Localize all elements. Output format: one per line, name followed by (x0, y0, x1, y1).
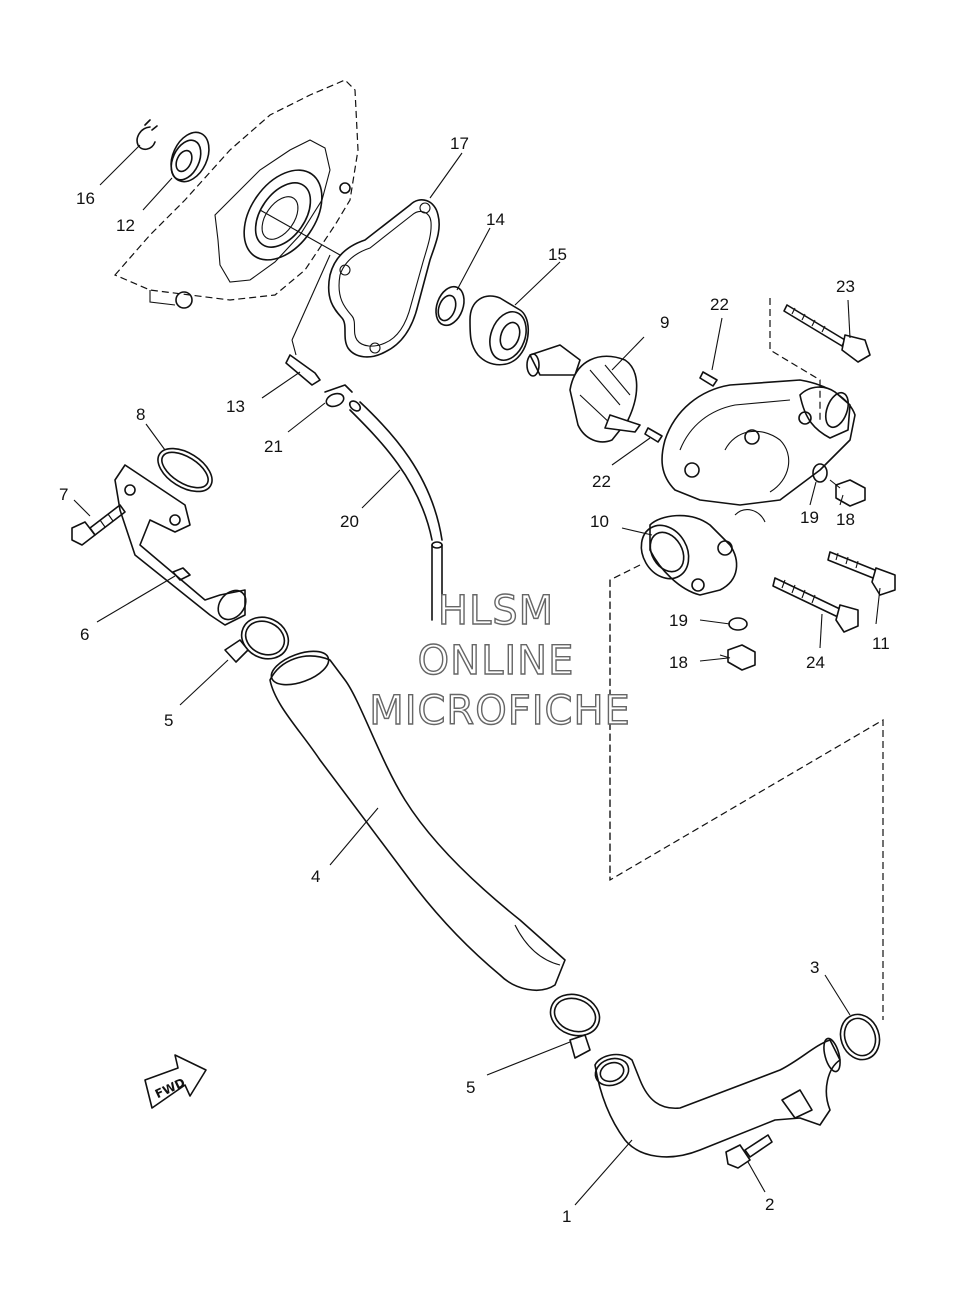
callout-14: 14 (486, 210, 505, 229)
callout-22-lower: 22 (592, 472, 611, 491)
mechanical-seal (469, 295, 530, 366)
bolt-18-lower (719, 644, 756, 671)
callout-20: 20 (340, 512, 359, 531)
callout-15: 15 (548, 245, 567, 264)
callout-19-upper: 19 (800, 508, 819, 527)
callout-19-lower: 19 (669, 611, 688, 630)
bolt-18-upper (829, 479, 866, 507)
callout-21: 21 (264, 437, 283, 456)
callout-24: 24 (806, 653, 825, 672)
callout-4: 4 (311, 867, 320, 886)
hose-clamp-upper (224, 616, 290, 663)
callout-7: 7 (59, 485, 68, 504)
circlip (136, 119, 158, 151)
callout-12: 12 (116, 216, 135, 235)
bolt-24 (772, 577, 859, 633)
callout-10: 10 (590, 512, 609, 531)
callout-1: 1 (562, 1207, 571, 1226)
leader-lines (73, 144, 881, 1206)
callout-3: 3 (810, 958, 819, 977)
callout-2: 2 (765, 1195, 774, 1214)
callout-18-upper: 18 (836, 510, 855, 529)
main-hose (269, 650, 566, 991)
impeller-shaft (526, 344, 641, 443)
pump-outlet-elbow (640, 509, 766, 596)
callout-5-upper: 5 (164, 711, 173, 730)
oil-seal (435, 285, 465, 327)
callout-9: 9 (660, 313, 669, 332)
callout-13: 13 (226, 397, 245, 416)
assembly-reference-lines (609, 298, 884, 1020)
watermark-line-2: ONLINE (417, 637, 575, 684)
small-hose (348, 400, 443, 621)
water-pump-housing (661, 379, 856, 506)
callout-11: 11 (872, 634, 890, 653)
o-ring-3 (839, 1013, 881, 1061)
o-ring-8 (157, 447, 213, 493)
hose-clamp-lower (549, 993, 601, 1059)
bolt-11 (827, 551, 896, 596)
hose-clamp-small (324, 384, 353, 408)
joint-pipe (114, 464, 247, 626)
callout-18-lower: 18 (669, 653, 688, 672)
dowel-pin (285, 254, 331, 386)
bolt-2 (725, 1134, 773, 1169)
water-pipe (594, 1037, 841, 1158)
crankcase-cover (114, 79, 359, 309)
gasket (259, 199, 440, 358)
callout-22-upper: 22 (710, 295, 729, 314)
bolt-7 (71, 504, 126, 546)
callout-8: 8 (136, 405, 145, 424)
callout-6: 6 (80, 625, 89, 644)
callout-17: 17 (450, 134, 469, 153)
callout-16: 16 (76, 189, 95, 208)
callout-5-lower: 5 (466, 1078, 475, 1097)
watermark-line-3: MICROFICHE (368, 687, 631, 734)
bolt-23 (783, 304, 871, 363)
forward-direction-arrow: FWD (144, 1054, 207, 1109)
watermark-line-1: HLSM (437, 587, 555, 634)
callout-labels: 1 2 3 4 5 5 6 7 8 9 10 11 12 13 14 15 16… (59, 134, 890, 1226)
dowel-pins-22 (644, 371, 718, 443)
bearing (170, 131, 210, 183)
callout-23: 23 (836, 277, 855, 296)
